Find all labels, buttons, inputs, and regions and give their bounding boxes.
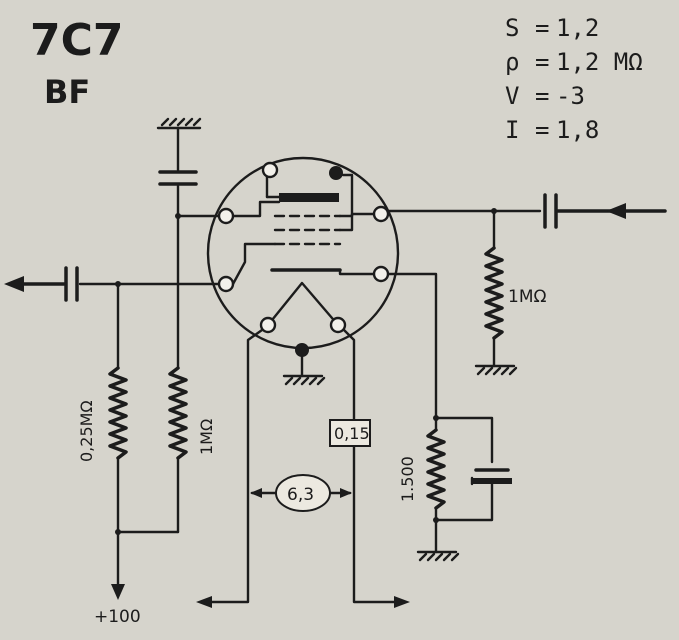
parameter-list: S = 1,2 ρ = 1,2 MΩ V = -3 I = 1,8 (505, 14, 643, 144)
shield-dot-icon (329, 166, 343, 180)
pin-left-upper (217, 207, 235, 225)
pin-left-lower (217, 275, 235, 293)
param-sep-s: = (535, 14, 549, 42)
heater-voltage-label: 6,3 (287, 485, 314, 505)
cathode-resistor-label: 1.500 (398, 456, 417, 502)
screen-resistor-label: 1MΩ (197, 419, 216, 455)
heater-current-label: 0,15 (334, 424, 370, 443)
param-symbol-rho: ρ (505, 48, 519, 76)
grid-resistor-label: 1MΩ (508, 287, 546, 307)
param-value-s: 1,2 (556, 14, 599, 42)
param-value-i: 1,8 (556, 116, 599, 144)
cathode-resistor (426, 428, 446, 510)
pin-top-left (261, 161, 279, 179)
input-coupling-capacitor (543, 193, 558, 229)
param-sep-v: = (535, 82, 549, 110)
output-arrow-icon (4, 276, 24, 292)
heater-current-box (329, 419, 371, 447)
heater-left-arrow-icon (196, 596, 212, 608)
output-coupling-capacitor (64, 266, 79, 302)
param-symbol-i: I (505, 116, 519, 144)
param-sep-rho: = (535, 48, 549, 76)
param-value-rho: 1,2 MΩ (556, 48, 643, 76)
anode-plate (279, 193, 339, 202)
pin-bottom-dot-icon (295, 343, 309, 357)
grid-resistor (484, 246, 504, 340)
param-symbol-v: V (505, 82, 519, 110)
tube-name: 7C7 (30, 15, 124, 66)
tube-application: BF (44, 73, 90, 111)
ground-heater-icon (282, 374, 326, 386)
input-arrow-icon (606, 203, 626, 219)
screen-resistor (168, 366, 188, 460)
cathode-bypass-capacitor (470, 468, 512, 486)
pin-heater-right (329, 316, 347, 334)
supply-arrow-icon (111, 584, 125, 600)
plate-resistor-label: 0,25MΩ (77, 400, 96, 462)
heater-voltage-badge (275, 474, 331, 512)
ground-cathode-icon (416, 550, 460, 562)
pin-right-upper (372, 205, 390, 223)
supply-label: +100 (94, 607, 141, 627)
ground-grid-icon (474, 364, 518, 376)
tube-symbol (206, 156, 400, 357)
param-symbol-s: S (505, 14, 519, 42)
plate-resistor (108, 366, 128, 460)
heater-right-arrow-icon (394, 596, 410, 608)
screen-bypass-capacitor (158, 170, 198, 186)
ground-top-icon (156, 117, 202, 130)
tube-envelope (206, 156, 400, 350)
param-value-v: -3 (556, 82, 585, 110)
pin-right-lower (372, 265, 390, 283)
param-sep-i: = (535, 116, 549, 144)
pin-heater-left (259, 316, 277, 334)
heater-filament (266, 281, 340, 327)
